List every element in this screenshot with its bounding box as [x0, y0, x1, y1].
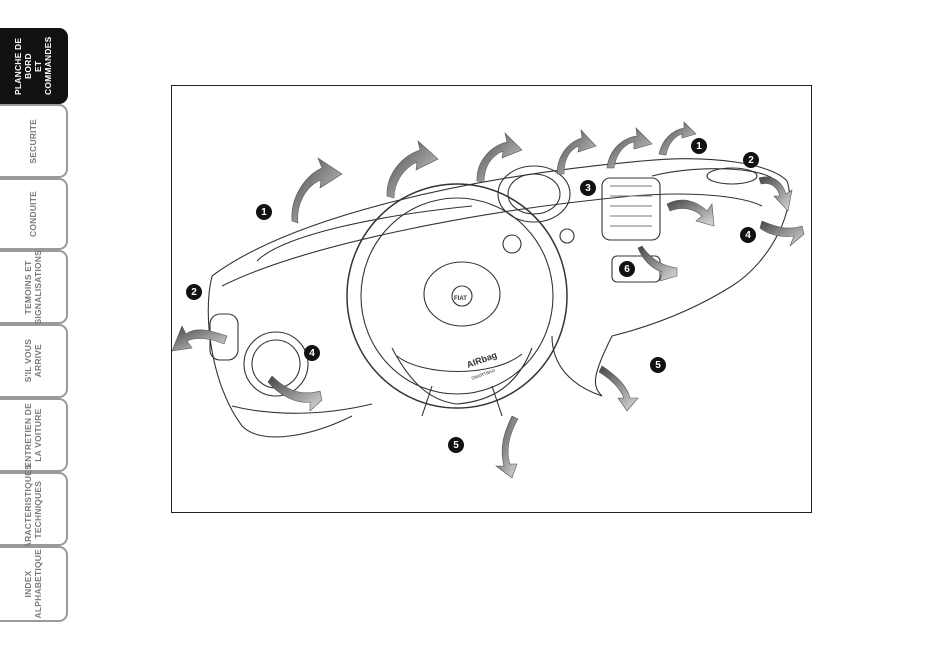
tab-label: PLANCHE DE BORD ET COMMANDES	[13, 30, 53, 102]
tab-caracteristiques[interactable]: CARACTERISTIQUES TECHNIQUES	[0, 472, 68, 546]
tab-planche-de-bord[interactable]: PLANCHE DE BORD ET COMMANDES	[0, 28, 68, 104]
tab-label: S'IL VOUS ARRIVE	[23, 339, 43, 382]
tab-entretien[interactable]: ENTRETIEN DE LA VOITURE	[0, 398, 68, 472]
tab-securite[interactable]: SECURITE	[0, 104, 68, 178]
tab-label: CARACTERISTIQUES TECHNIQUES	[23, 464, 43, 555]
callout-3: 3	[580, 180, 596, 196]
tab-conduite[interactable]: CONDUITE	[0, 178, 68, 250]
callout-1: 1	[256, 204, 272, 220]
tab-label: SECURITE	[28, 119, 38, 164]
tab-temoins[interactable]: TEMOINS ET SIGNALISATIONS	[0, 250, 68, 324]
callout-6: 6	[619, 261, 635, 277]
callout-5: 5	[448, 437, 464, 453]
fiat-logo-text: FIAT	[454, 296, 467, 302]
tab-label: INDEX ALPHABETIQUE	[23, 549, 43, 618]
tab-label: ENTRETIEN DE LA VOITURE	[23, 403, 43, 468]
callout-4: 4	[304, 345, 320, 361]
dashboard-ventilation-figure: AIRbag SMARTBAG FIAT 1 1 2 2 3 4 4 5 5 6	[171, 85, 812, 513]
callout-4: 4	[740, 227, 756, 243]
callout-2: 2	[743, 152, 759, 168]
callout-2: 2	[186, 284, 202, 300]
tab-sil-vous-arrive[interactable]: S'IL VOUS ARRIVE	[0, 324, 68, 398]
tab-index[interactable]: INDEX ALPHABETIQUE	[0, 546, 68, 622]
dashboard-illustration: AIRbag SMARTBAG FIAT	[172, 86, 813, 514]
tab-label: TEMOINS ET SIGNALISATIONS	[23, 250, 43, 324]
callout-5: 5	[650, 357, 666, 373]
callout-1: 1	[691, 138, 707, 154]
tab-label: CONDUITE	[28, 191, 38, 237]
